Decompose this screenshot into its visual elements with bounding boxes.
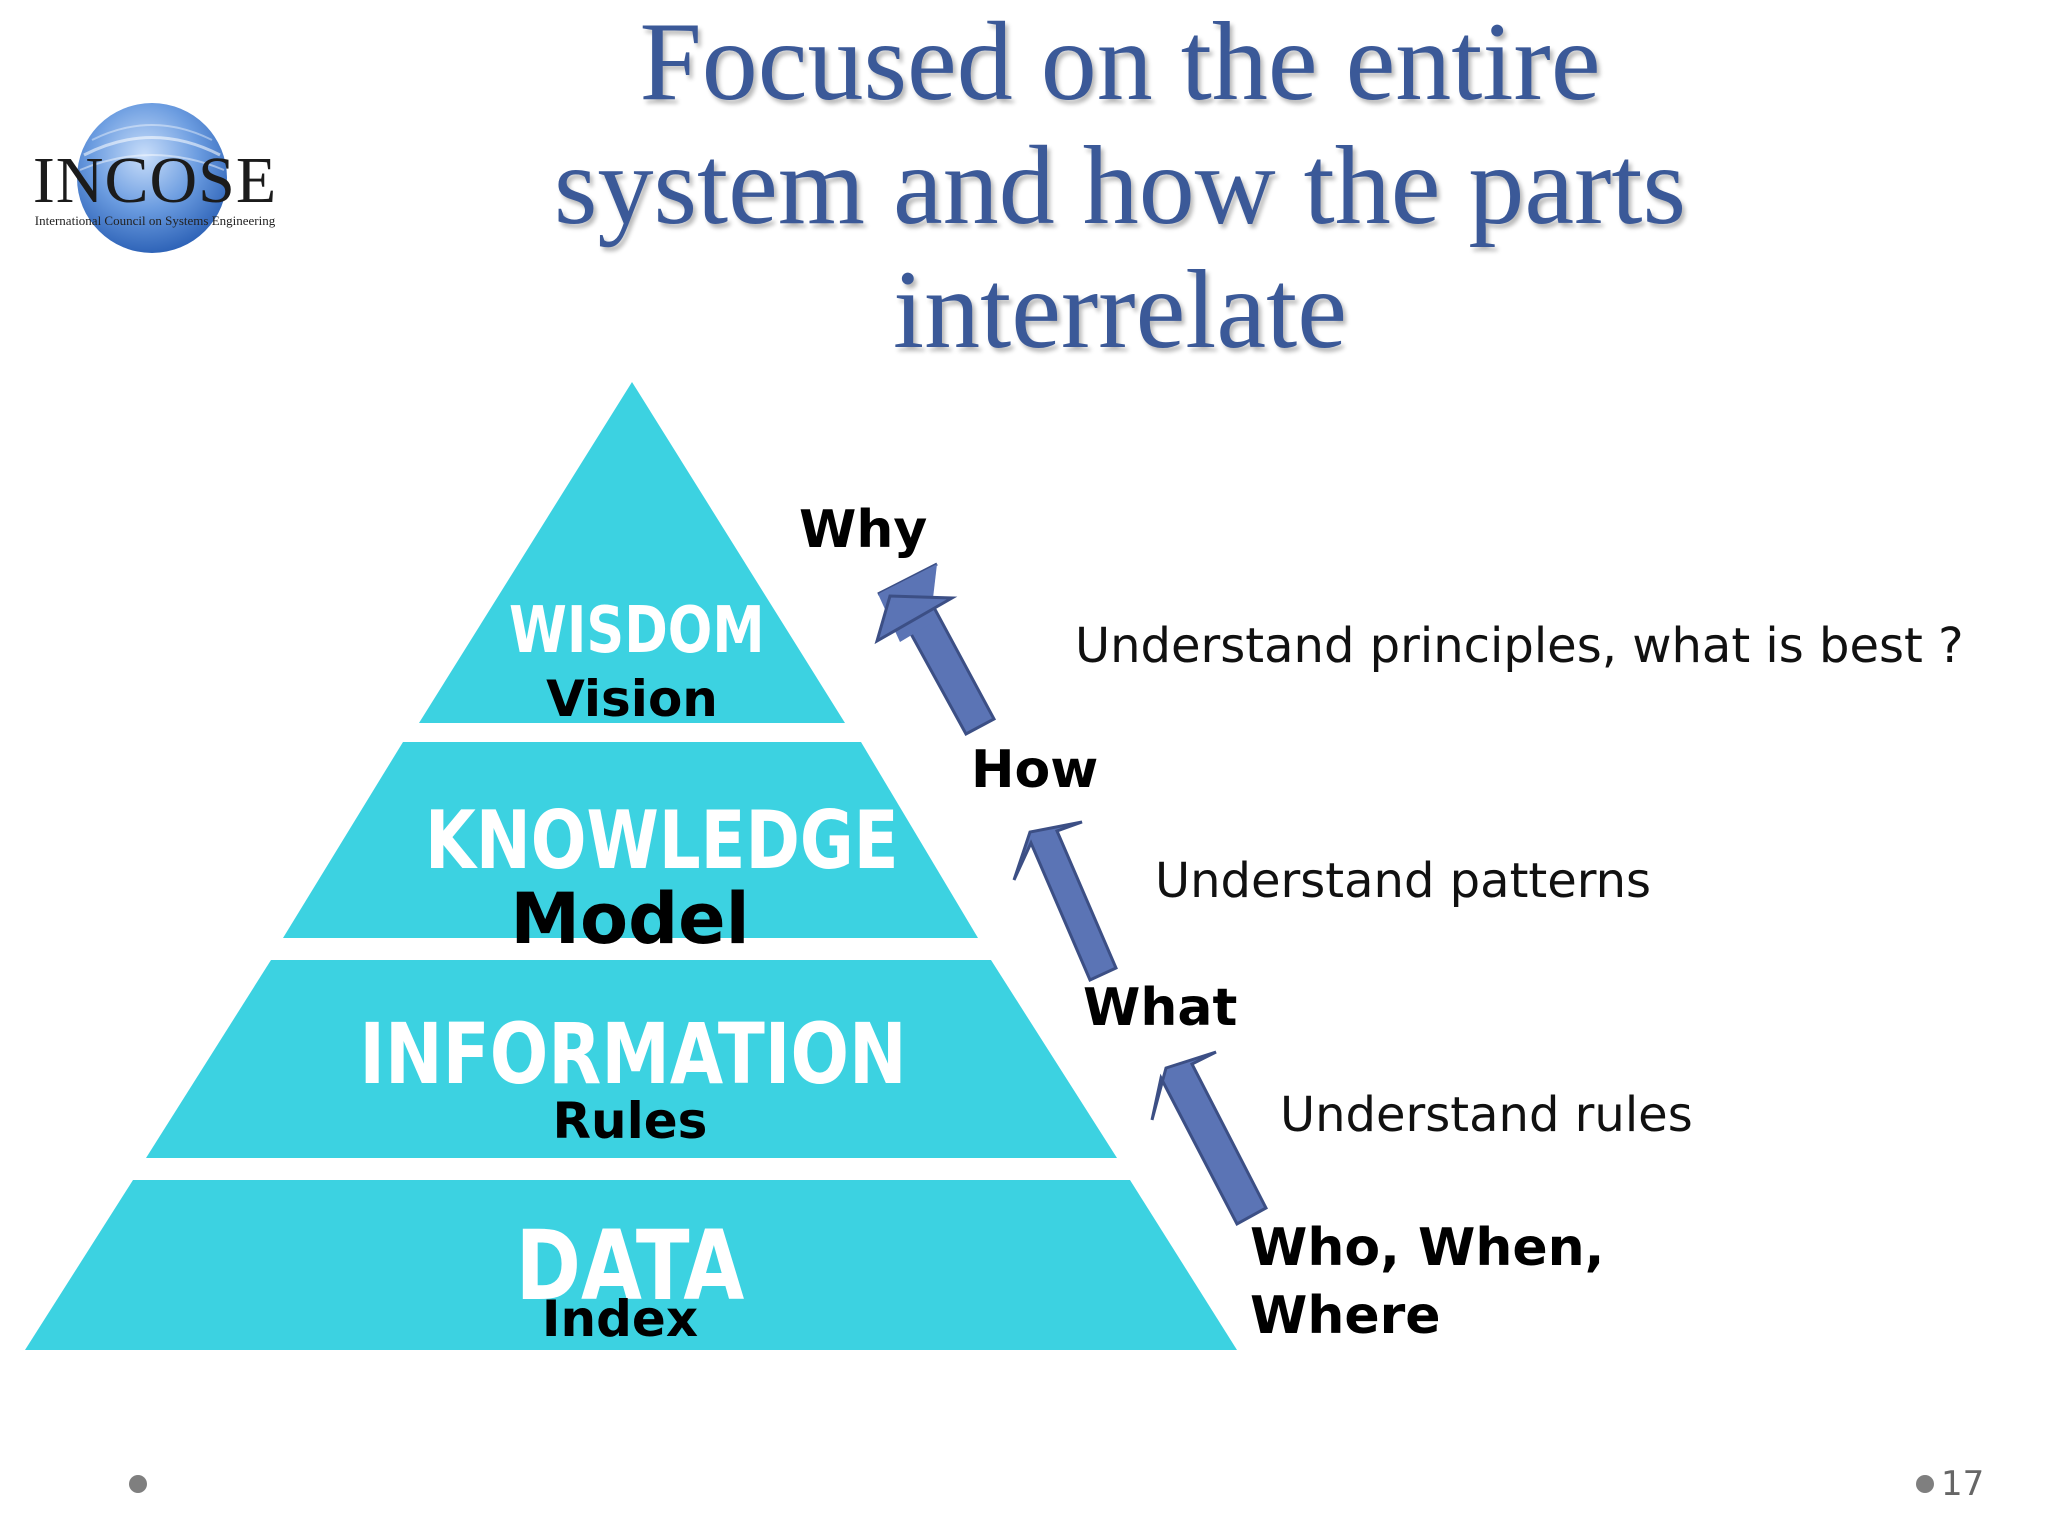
desc-rules: Understand rules — [1280, 1087, 1693, 1143]
tier-knowledge-title: KNOWLEDGE — [425, 794, 899, 887]
logo-subtitle: International Council on Systems Enginee… — [34, 213, 276, 228]
tier-information-shape — [146, 960, 1117, 1158]
arrow-why-icon — [874, 562, 997, 737]
title-line-3: interrelate — [893, 248, 1347, 372]
label-where: Where — [1250, 1286, 1441, 1346]
globe-icon — [77, 103, 227, 253]
tier-information-subtitle: Rules — [552, 1092, 708, 1150]
tier-data-subtitle: Index — [541, 1290, 699, 1348]
tier-knowledge-shape — [283, 742, 978, 938]
label-what: What — [1083, 978, 1238, 1038]
arrow-how-icon — [1012, 820, 1118, 983]
desc-principles: Understand principles, what is best ? — [1075, 618, 1964, 674]
tier-data-title: DATA — [515, 1210, 745, 1322]
title-line-2: system and how the parts — [553, 124, 1687, 248]
tier-wisdom-shape — [419, 382, 845, 723]
tier-knowledge-subtitle: Model — [510, 878, 750, 960]
label-how: How — [971, 740, 1099, 800]
footer-dot-left — [129, 1475, 147, 1493]
tier-data-shape — [25, 1180, 1237, 1350]
arrow-what-icon — [1150, 1050, 1268, 1227]
title-line-1: Focused on the entire — [639, 0, 1601, 124]
logo-wordmark: INCOSE — [32, 144, 278, 217]
tier-information-title: INFORMATION — [359, 1005, 907, 1103]
tier-wisdom-title: WISDOM — [509, 594, 765, 668]
footer-dot-right — [1916, 1475, 1934, 1493]
label-who-when: Who, When, — [1250, 1218, 1605, 1278]
label-why: Why — [799, 500, 928, 560]
tier-wisdom-subtitle: Vision — [546, 670, 718, 728]
page-number: 17 — [1941, 1464, 1985, 1504]
slide-title: Focused on the entire system and how the… — [470, 0, 1770, 372]
desc-patterns: Understand patterns — [1155, 853, 1652, 909]
incose-logo: INCOSE International Council on Systems … — [22, 100, 282, 270]
